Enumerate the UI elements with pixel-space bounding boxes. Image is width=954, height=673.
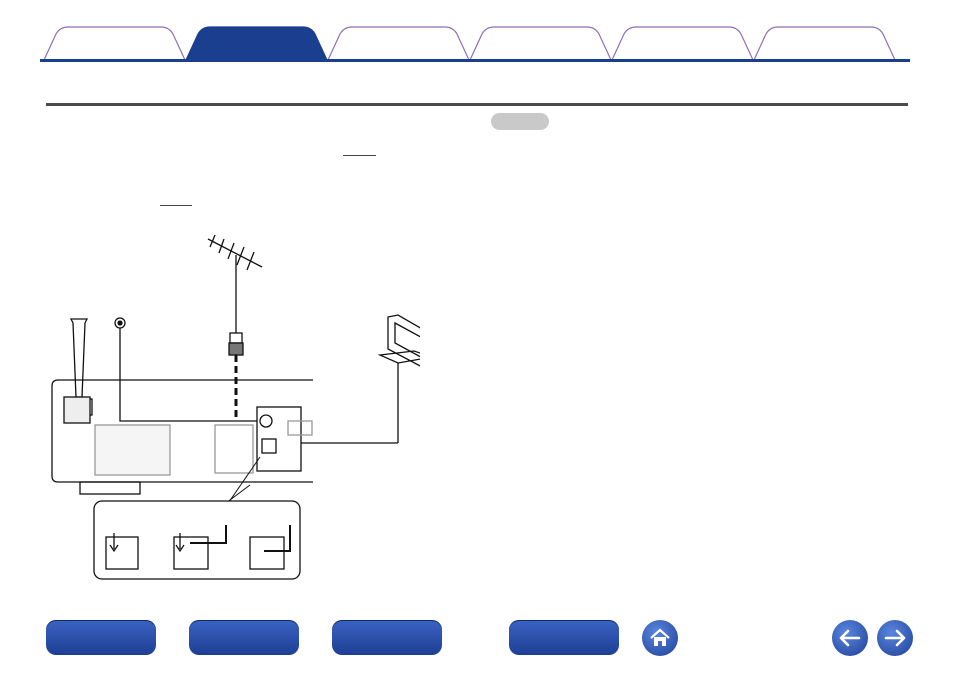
section-divider (46, 103, 908, 106)
terminal-detail-icon (93, 500, 301, 580)
back-button[interactable] (832, 620, 868, 656)
nav-button-2[interactable] (189, 620, 299, 655)
forward-button[interactable] (877, 620, 913, 656)
tab-bar (43, 26, 896, 61)
nav-button-4[interactable] (509, 620, 619, 655)
note-badge (491, 113, 549, 130)
page-ref-link[interactable] (343, 155, 376, 156)
usb-plug-icon (114, 317, 260, 422)
nav-button-1[interactable] (46, 620, 156, 655)
tab-2[interactable] (185, 26, 328, 61)
back-arrow-icon (839, 629, 861, 647)
tab-6[interactable] (753, 26, 896, 61)
tab-underline (40, 59, 910, 62)
receiver-back-panel-icon (51, 379, 313, 516)
tab-4[interactable] (469, 26, 612, 61)
forward-arrow-icon (884, 629, 906, 647)
antenna-connection-diagram (51, 234, 420, 580)
fm-antenna-icon (207, 234, 263, 356)
nav-button-3[interactable] (332, 620, 442, 655)
tab-1[interactable] (43, 26, 186, 61)
tab-5[interactable] (611, 26, 754, 61)
home-icon (650, 628, 670, 646)
tab-3[interactable] (327, 26, 470, 61)
home-button[interactable] (642, 620, 678, 656)
page-ref-link[interactable] (160, 205, 192, 206)
